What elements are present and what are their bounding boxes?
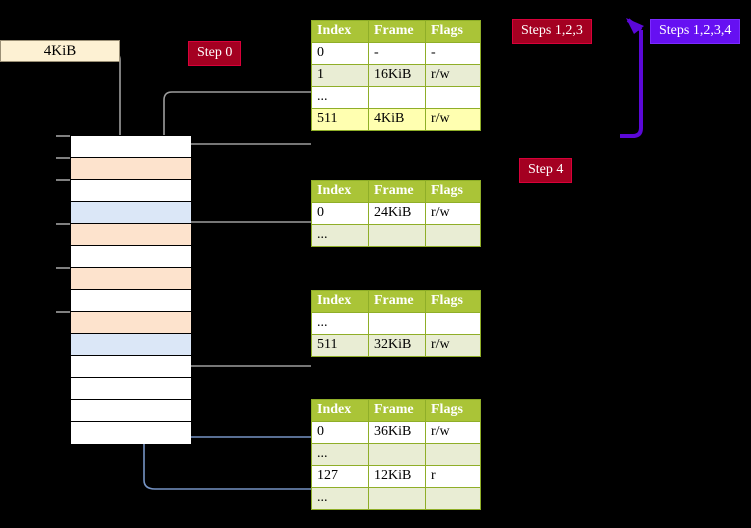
badge-steps-1234: Steps 1,2,3,4 [650,19,741,44]
column-header-index: Index [311,290,369,313]
memory-boundary-tick [56,223,70,225]
memory-frame-row [71,268,191,290]
cell-flags: r/w [425,334,481,357]
badge-steps-123: Steps 1,2,3 [512,19,592,44]
cell-frame [368,86,426,109]
memory-frame-row [71,356,191,378]
wire-table0-row511-to-memory [178,143,311,152]
cell-index: 127 [311,465,369,488]
column-header-index: Index [311,399,369,422]
column-header-flags: Flags [425,399,481,422]
cell-flags [425,224,481,247]
wire-steps-bracket-purple [620,18,644,138]
cell-index: 511 [311,108,369,131]
badge-step-0: Step 0 [188,41,242,66]
memory-boundary-tick [56,267,70,269]
cell-frame: 32KiB [368,334,426,357]
memory-frame-row [71,334,191,356]
cell-index: ... [311,312,369,335]
page-table-row[interactable]: 0-- [311,42,481,65]
cell-index: ... [311,443,369,466]
cell-frame: 16KiB [368,64,426,87]
cell-index: 0 [311,421,369,444]
page-table-row[interactable]: ... [311,443,481,466]
memory-frame-row [71,422,191,444]
cell-flags: r/w [425,202,481,225]
cell-flags: r/w [425,64,481,87]
memory-frame-row [71,378,191,400]
page-table-row[interactable]: ... [311,86,481,109]
column-header-flags: Flags [425,20,481,43]
column-header-index: Index [311,180,369,203]
column-header-frame: Frame [368,290,426,313]
cell-index: ... [311,487,369,510]
frame-size-label: 4KiB [43,43,77,59]
cell-index: ... [311,86,369,109]
column-header-index: Index [311,20,369,43]
cell-index: ... [311,224,369,247]
cell-flags: r/w [425,108,481,131]
cell-flags: r/w [425,421,481,444]
memory-frame-row [71,224,191,246]
cell-flags: - [425,42,481,65]
cell-frame [368,312,426,335]
wire-table1-row0-to-memory [178,221,311,243]
memory-frame-row [71,158,191,180]
column-header-flags: Flags [425,180,481,203]
memory-boundary-tick [56,135,70,137]
memory-frame-row [71,400,191,422]
badge-step-4: Step 4 [519,158,573,183]
memory-frame-row [71,312,191,334]
cell-flags [425,312,481,335]
memory-frame-row [71,290,191,312]
memory-frame-row [71,202,191,224]
column-header-frame: Frame [368,180,426,203]
cell-index: 1 [311,64,369,87]
memory-frame-row [71,180,191,202]
cell-frame: 4KiB [368,108,426,131]
cell-frame [368,487,426,510]
cell-index: 511 [311,334,369,357]
cell-frame [368,224,426,247]
cell-frame: - [368,42,426,65]
memory-boundary-tick [56,311,70,313]
cell-index: 0 [311,202,369,225]
wire-table2-row511-to-memory [178,320,311,367]
frame-size-box: 4KiB [0,40,120,62]
page-table-row[interactable]: ... [311,224,481,247]
cell-frame [368,443,426,466]
physical-memory-block [70,135,191,444]
cell-flags [425,487,481,510]
cell-index: 0 [311,42,369,65]
column-header-flags: Flags [425,290,481,313]
cell-flags: r [425,465,481,488]
memory-frame-row [71,246,191,268]
cell-flags [425,443,481,466]
column-header-frame: Frame [368,20,426,43]
cell-frame: 36KiB [368,421,426,444]
memory-boundary-tick [56,157,70,159]
cell-frame: 12KiB [368,465,426,488]
page-table-row[interactable]: ... [311,312,481,335]
memory-frame-row [71,136,191,158]
cell-frame: 24KiB [368,202,426,225]
cell-flags [425,86,481,109]
column-header-frame: Frame [368,399,426,422]
page-table-row[interactable]: ... [311,487,481,510]
memory-boundary-tick [56,179,70,181]
